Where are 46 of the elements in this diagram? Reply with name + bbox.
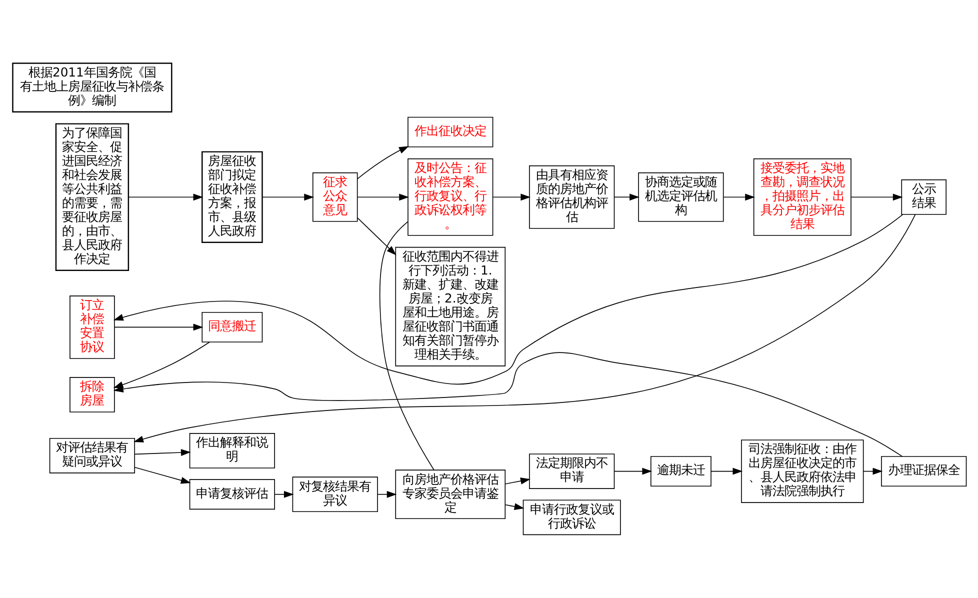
node-box: 征收范围内不得进行下列活动：1.新建、扩建、改建房屋；2.改变房屋和土地用途。房屋征收部门书面通知有关部门暂停办理相关手续。 — [394, 246, 506, 366]
node-box: 法定期限内不申请 — [528, 454, 614, 489]
node-box: 及时公告：征收补偿方案、行政复议、行政诉讼权利等。 — [407, 158, 493, 236]
arrow — [356, 194, 408, 201]
node-box: 申请行政复议或行政诉讼 — [522, 500, 620, 536]
node-box: 由具有相应资质的房地产价格评估机构评估 — [528, 165, 614, 229]
arrow — [356, 146, 408, 180]
node-box: 司法强制征收：由作出房屋征收决定的市、县人民政府依法申请法院强制执行 — [740, 440, 864, 503]
node-box: 对复核结果有异议 — [292, 476, 378, 512]
arrow — [504, 478, 530, 484]
arrow — [114, 324, 203, 331]
node-box: 房屋征收部门拟定征收补偿方案，报市、县级人民政府 — [201, 151, 262, 243]
node-box: 作出解释和说明 — [188, 433, 274, 468]
node-box: 为了保障国家安全、促进国民经济和社会发展等公共利益的需要，需要征收房屋的，由市、县人民政府作决定 — [54, 123, 129, 271]
arrow — [504, 503, 524, 510]
arrow — [128, 194, 203, 201]
arrow — [492, 194, 530, 201]
arrow — [274, 490, 294, 498]
node-box: 申请复核评估 — [188, 479, 274, 510]
node-box: 协商选定或随机选定评估机构 — [638, 172, 724, 222]
node-box: 办理证据保全 — [880, 456, 966, 487]
node-box: 同意搬迁 — [201, 312, 262, 342]
node-box: 作出征收决定 — [407, 116, 493, 148]
arrow — [112, 214, 903, 385]
arrow — [261, 194, 314, 201]
node-box: 公示结果 — [900, 179, 946, 215]
arrow — [722, 194, 754, 201]
node-box: 接受委托，实地查勘，调查状况，拍摄照片，出具分户初步评估结果 — [752, 158, 851, 236]
connector — [378, 221, 434, 470]
node-box: 订立补偿安置协议 — [69, 296, 114, 359]
arrow — [862, 468, 882, 475]
arrow — [850, 194, 902, 201]
arrow — [376, 490, 396, 498]
arrow — [133, 214, 916, 442]
arrow — [710, 468, 742, 475]
node-box: 对评估结果有疑问或异议 — [48, 438, 135, 474]
arrow — [134, 449, 190, 456]
node-box: 拆除房屋 — [69, 377, 114, 412]
node-box: 根据2011年国务院《国有土地上房屋征收与补偿条例》编制 — [12, 62, 172, 112]
arrow — [614, 468, 652, 475]
node-box: 向房地产价格评估专家委员会申请鉴定 — [394, 470, 506, 520]
node-box: 逾期未迁 — [650, 456, 711, 487]
arrow — [614, 194, 639, 201]
arrow — [356, 218, 396, 256]
arrow — [134, 466, 190, 484]
node-box: 征求公众意见 — [312, 172, 358, 222]
